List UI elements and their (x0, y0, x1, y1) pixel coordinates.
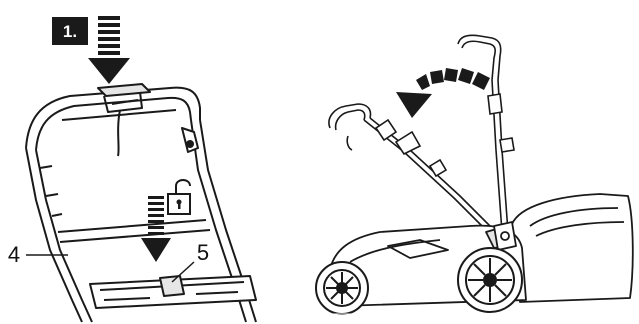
step-badge: 1. (52, 17, 88, 45)
unlock-icon (168, 180, 190, 214)
right-panel (316, 35, 636, 314)
mower-handle (26, 84, 256, 322)
callout-5-label: 5 (197, 240, 209, 265)
curved-arrow-icon (396, 68, 490, 118)
latch-press-arrow-icon (141, 196, 171, 262)
handle-folded (329, 104, 500, 238)
down-arrow-icon (88, 16, 130, 84)
left-panel: 1. (8, 16, 256, 322)
front-wheel (316, 262, 368, 314)
rear-wheel (458, 248, 522, 312)
callout-4-label: 4 (8, 242, 20, 267)
step-number: 1. (63, 22, 77, 41)
